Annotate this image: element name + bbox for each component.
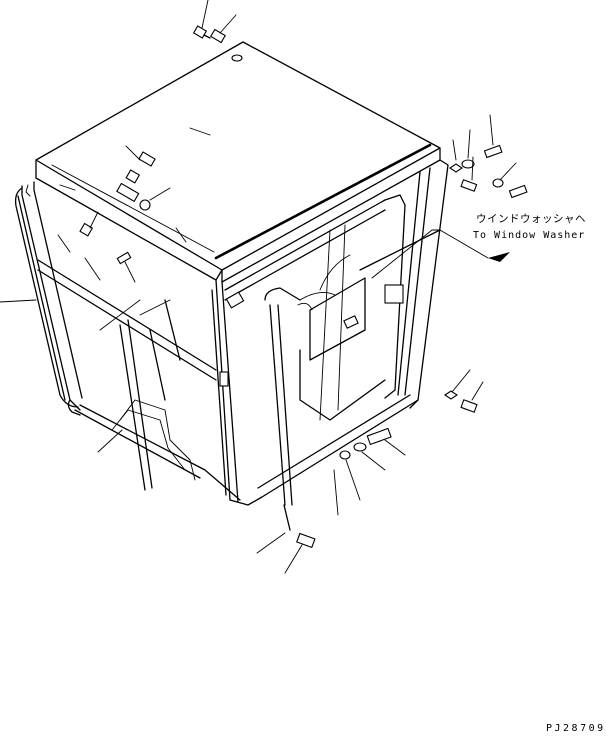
window-washer-label-en: To Window Washer	[473, 230, 585, 241]
window-washer-leader	[371, 229, 510, 279]
bolt-bottom	[283, 504, 316, 549]
bolt-roof-top	[192, 25, 226, 44]
window-washer-label-jp: ウインドウォッシャヘ	[476, 213, 586, 225]
cab-rear-panel	[99, 299, 196, 491]
figure-code: PJ28709	[546, 723, 606, 733]
cab-left-side	[17, 181, 241, 501]
washer-hose	[14, 187, 441, 506]
cab-front-pillar	[211, 279, 263, 506]
bolt-door-side	[339, 390, 478, 460]
cab-right-side	[224, 159, 449, 498]
door-latch	[219, 284, 404, 387]
callout-leaders	[0, 0, 517, 574]
bolt-right-top	[449, 144, 528, 199]
cab-roof	[35, 41, 441, 283]
bolt-roof-center	[79, 151, 156, 265]
